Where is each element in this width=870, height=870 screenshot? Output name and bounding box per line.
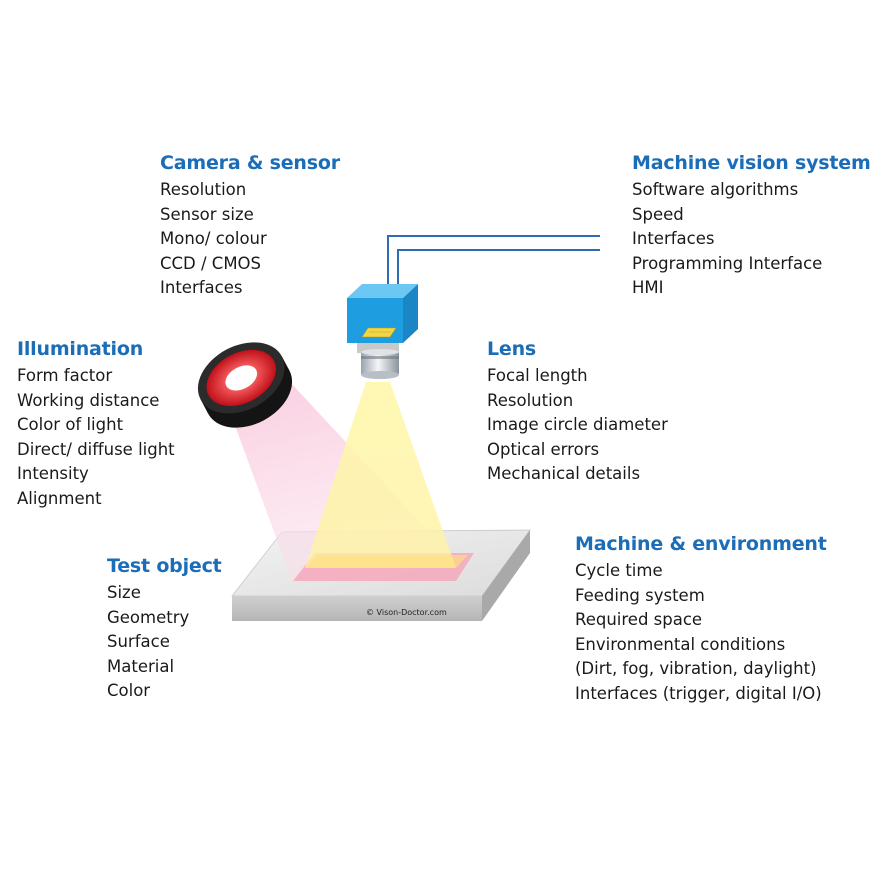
illumination-item: Intensity (17, 464, 89, 484)
illumination-heading: Illumination (17, 338, 144, 360)
image-sensor (361, 327, 397, 338)
lens (357, 343, 399, 379)
lens-item: Focal length (487, 366, 588, 385)
illumination-item: Form factor (17, 366, 113, 385)
illumination-item: Working distance (17, 390, 160, 410)
test-object-item: Surface (107, 632, 170, 652)
camera-sensor-item: Resolution (160, 180, 247, 199)
camera (347, 284, 418, 343)
machine-environment-item: Interfaces (trigger, digital I/O) (575, 683, 822, 703)
machine-environment-item: Feeding system (575, 585, 705, 605)
copyright-notice: © Vison-Doctor.com (366, 608, 447, 617)
lens-group: Lens Focal length Resolution Image circl… (487, 338, 668, 487)
camera-sensor-item: CCD / CMOS (160, 253, 262, 273)
lens-item: Optical errors (487, 439, 600, 459)
machine-environment-item: Environmental conditions (575, 634, 786, 654)
machine-vision-system-item: Programming Interface (632, 253, 823, 273)
illumination-item: Color of light (17, 415, 124, 435)
machine-environment-group: Machine & environment Cycle time Feeding… (575, 533, 827, 707)
machine-environment-item: (Dirt, fog, vibration, daylight) (575, 659, 817, 679)
camera-sensor-item: Mono/ colour (160, 229, 267, 249)
camera-sensor-item: Interfaces (160, 278, 243, 298)
test-object-item: Geometry (107, 607, 190, 627)
illumination-item: Alignment (17, 488, 102, 508)
machine-environment-heading: Machine & environment (575, 533, 827, 555)
illumination-item: Direct/ diffuse light (17, 439, 175, 459)
test-object-item: Size (107, 583, 141, 602)
test-object-item: Material (107, 656, 175, 676)
machine-environment-item: Cycle time (575, 561, 663, 580)
test-object-heading: Test object (107, 555, 222, 577)
test-object-group: Test object Size Geometry Surface Materi… (107, 555, 222, 704)
machine-environment-item: Required space (575, 610, 703, 630)
lens-item: Mechanical details (487, 464, 641, 484)
machine-vision-system-item: Software algorithms (632, 180, 799, 199)
camera-sensor-group: Camera & sensor Resolution Sensor size M… (160, 152, 340, 301)
camera-cable (387, 235, 600, 290)
machine-vision-system-item: Speed (632, 204, 684, 224)
lens-heading: Lens (487, 338, 537, 360)
lens-item: Image circle diameter (487, 415, 668, 435)
illumination-group: Illumination Form factor Working distanc… (17, 338, 175, 512)
image-area (305, 555, 468, 568)
ring-light (197, 342, 293, 428)
machine-vision-system-group: Machine vision system Software algorithm… (632, 152, 870, 301)
machine-vision-system-item: Interfaces (632, 229, 715, 249)
lens-item: Resolution (487, 390, 574, 410)
test-object-item: Color (107, 681, 151, 701)
camera-sensor-item: Sensor size (160, 204, 254, 224)
machine-vision-system-heading: Machine vision system (632, 152, 870, 174)
machine-vision-system-item: HMI (632, 278, 664, 298)
camera-sensor-heading: Camera & sensor (160, 152, 340, 174)
lens-field-of-view (305, 382, 456, 568)
